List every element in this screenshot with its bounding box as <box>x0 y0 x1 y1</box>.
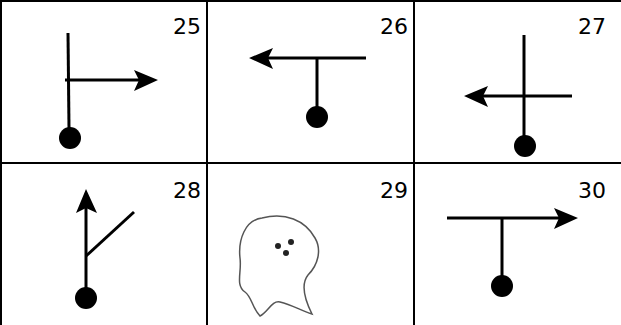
callout-number: 30 <box>578 180 606 202</box>
callout-number: 28 <box>173 180 201 202</box>
station-symbol <box>447 208 578 297</box>
station-symbol <box>59 33 158 149</box>
callout-number: 26 <box>380 16 408 38</box>
station-symbol <box>249 48 366 128</box>
callout-number: 29 <box>380 180 408 202</box>
station-symbol <box>464 35 572 157</box>
station-symbol <box>75 189 134 309</box>
ghost-picture <box>239 216 318 316</box>
callout-number: 25 <box>173 16 201 38</box>
callout-number: 27 <box>578 16 606 38</box>
